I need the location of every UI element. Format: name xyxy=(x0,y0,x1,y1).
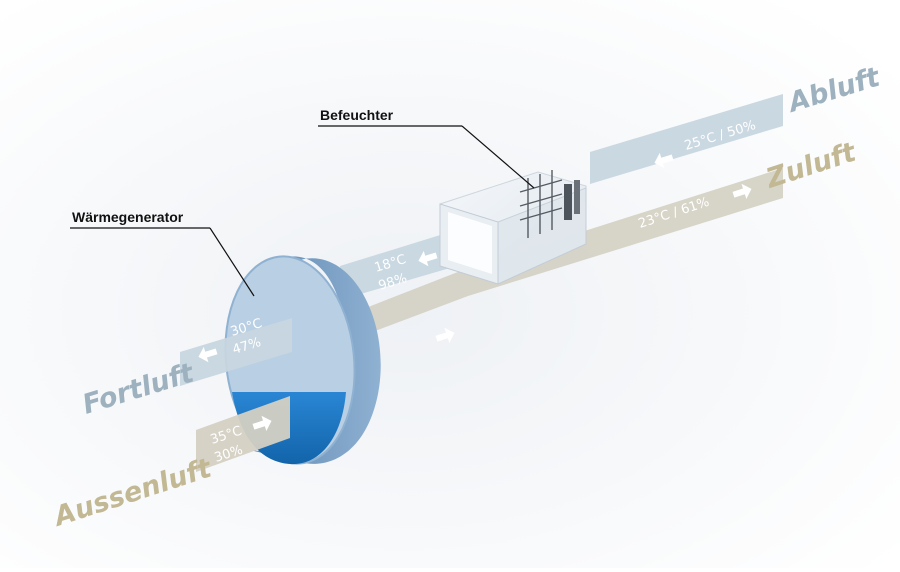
humidifier-unit xyxy=(439,170,587,285)
exhaust-band-middle xyxy=(340,232,450,300)
aussenluft-band xyxy=(196,396,290,472)
waermegenerator-leader-diagonal xyxy=(209,227,255,297)
fortluft-band xyxy=(180,318,292,386)
arrow-right-icon xyxy=(732,183,752,199)
waermegenerator-label: Wärmegenerator xyxy=(72,209,184,225)
arrow-left-icon xyxy=(654,152,674,169)
zuluft-band xyxy=(468,168,783,296)
abluft-band xyxy=(590,94,783,184)
arrow-left-icon xyxy=(418,250,438,267)
arrow-left-icon xyxy=(198,346,218,363)
arrow-right-icon xyxy=(252,415,272,431)
befeuchter-leader-diagonal xyxy=(461,125,535,189)
arrow-right-icon xyxy=(435,327,455,343)
befeuchter-label: Befeuchter xyxy=(320,107,394,123)
